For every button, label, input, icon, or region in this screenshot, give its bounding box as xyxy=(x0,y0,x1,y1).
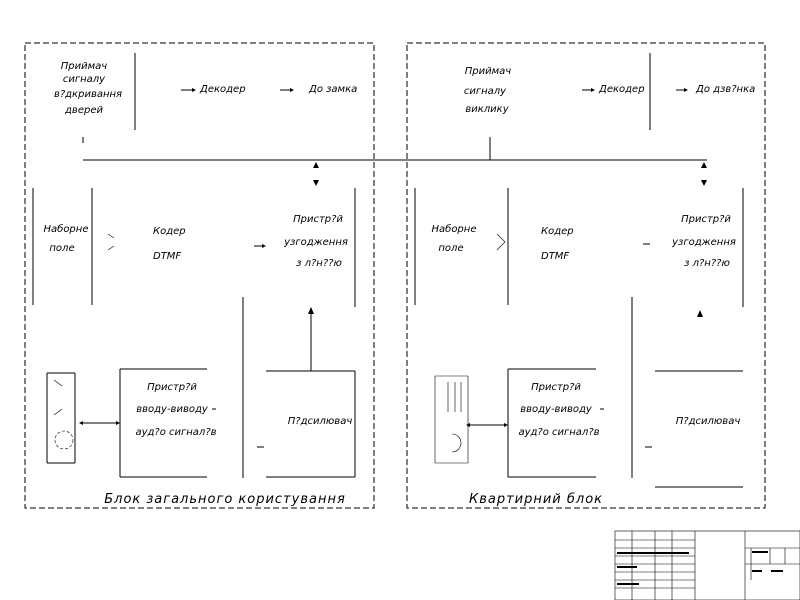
apartment-decoder: Декодер xyxy=(582,84,645,95)
bus-arrow-common xyxy=(313,162,319,186)
common-matching-label-3: з л?н??ю xyxy=(296,258,342,269)
apartment-receiver-label-2: сигналу xyxy=(464,86,507,97)
common-block-frame xyxy=(24,42,375,509)
common-coder-label: Кодер xyxy=(153,226,186,237)
apartment-coder-label: Кодер xyxy=(541,226,574,237)
apartment-receiver-label-3: виклику xyxy=(465,104,509,115)
apartment-receiver: Приймач сигналу виклику xyxy=(464,53,651,130)
common-io-label-2: вводу-виводу xyxy=(136,404,209,415)
apartment-io-label-3: ауд?о сигнал?в xyxy=(518,427,599,438)
apartment-speaker xyxy=(434,375,469,464)
common-receiver: Приймач сигналу в?дкривання дверей xyxy=(54,53,136,130)
common-dtmf-label: DTMF xyxy=(153,251,181,262)
common-matching-label-1: Пристр?й xyxy=(293,214,343,225)
apartment-block-frame xyxy=(406,42,766,509)
apartment-decoder-label: Декодер xyxy=(598,84,645,95)
common-to-lock-label: До замка xyxy=(308,84,357,95)
common-matching-label-2: узгодження xyxy=(283,237,348,248)
apartment-io-label-2: вводу-виводу xyxy=(520,404,593,415)
common-receiver-label-1: Приймач xyxy=(61,61,108,72)
apartment-coder: Кодер DTMF xyxy=(541,226,650,262)
common-receiver-label-3: в?дкривання xyxy=(54,89,122,100)
common-io-device: Пристр?й вводу-виводу ауд?о сигнал?в xyxy=(119,297,264,478)
common-amplifier-label: П?дсилювач xyxy=(288,416,353,427)
common-block-title: Блок загального користування xyxy=(104,492,346,507)
common-matching-device: Пристр?й узгодження з л?н??ю xyxy=(283,188,356,307)
apartment-to-bell-label: До дзв?нка xyxy=(695,84,755,95)
title-block-stamp xyxy=(614,530,800,600)
apartment-io-label-1: Пристр?й xyxy=(531,382,581,393)
common-dial-label-2: поле xyxy=(49,243,74,254)
apartment-receiver-label-1: Приймач xyxy=(465,66,512,77)
common-receiver-label-2: сигналу xyxy=(63,74,106,85)
apartment-matching-label-2: узгодження xyxy=(671,237,736,248)
bus-arrow-apartment xyxy=(701,162,707,186)
apartment-io-link xyxy=(466,423,508,427)
apartment-io-device: Пристр?й вводу-виводу ауд?о сигнал?в xyxy=(507,297,652,478)
apartment-dial-label-2: поле xyxy=(438,243,463,254)
apartment-matching-device: Пристр?й узгодження з л?н??ю xyxy=(671,188,744,307)
apartment-to-bell: До дзв?нка xyxy=(676,84,755,95)
common-io-label-3: ауд?о сигнал?в xyxy=(135,427,216,438)
apartment-amplifier-label: П?дсилювач xyxy=(676,416,741,427)
apartment-matching-label-1: Пристр?й xyxy=(681,214,731,225)
apartment-block-title: Квартирний блок xyxy=(469,492,603,507)
common-amplifier: П?дсилювач xyxy=(266,307,356,478)
apartment-dtmf-label: DTMF xyxy=(541,251,569,262)
apartment-dial-label-1: Наборне xyxy=(432,223,477,235)
common-decoder: Декодер xyxy=(181,84,246,95)
common-dial-field: Наборне поле xyxy=(32,188,115,305)
common-coder: Кодер DTMF xyxy=(153,226,266,262)
apartment-amplifier: П?дсилювач xyxy=(655,310,743,488)
apartment-matching-label-3: з л?н??ю xyxy=(684,258,730,269)
common-to-lock: До замка xyxy=(280,84,357,95)
common-io-label-1: Пристр?й xyxy=(147,382,197,393)
common-dial-label-1: Наборне xyxy=(44,223,89,235)
common-receiver-label-4: дверей xyxy=(64,105,103,116)
common-io-link xyxy=(79,421,120,425)
apartment-dial-field: Наборне поле xyxy=(414,188,509,305)
common-decoder-label: Декодер xyxy=(199,84,246,95)
common-speaker xyxy=(46,372,76,464)
